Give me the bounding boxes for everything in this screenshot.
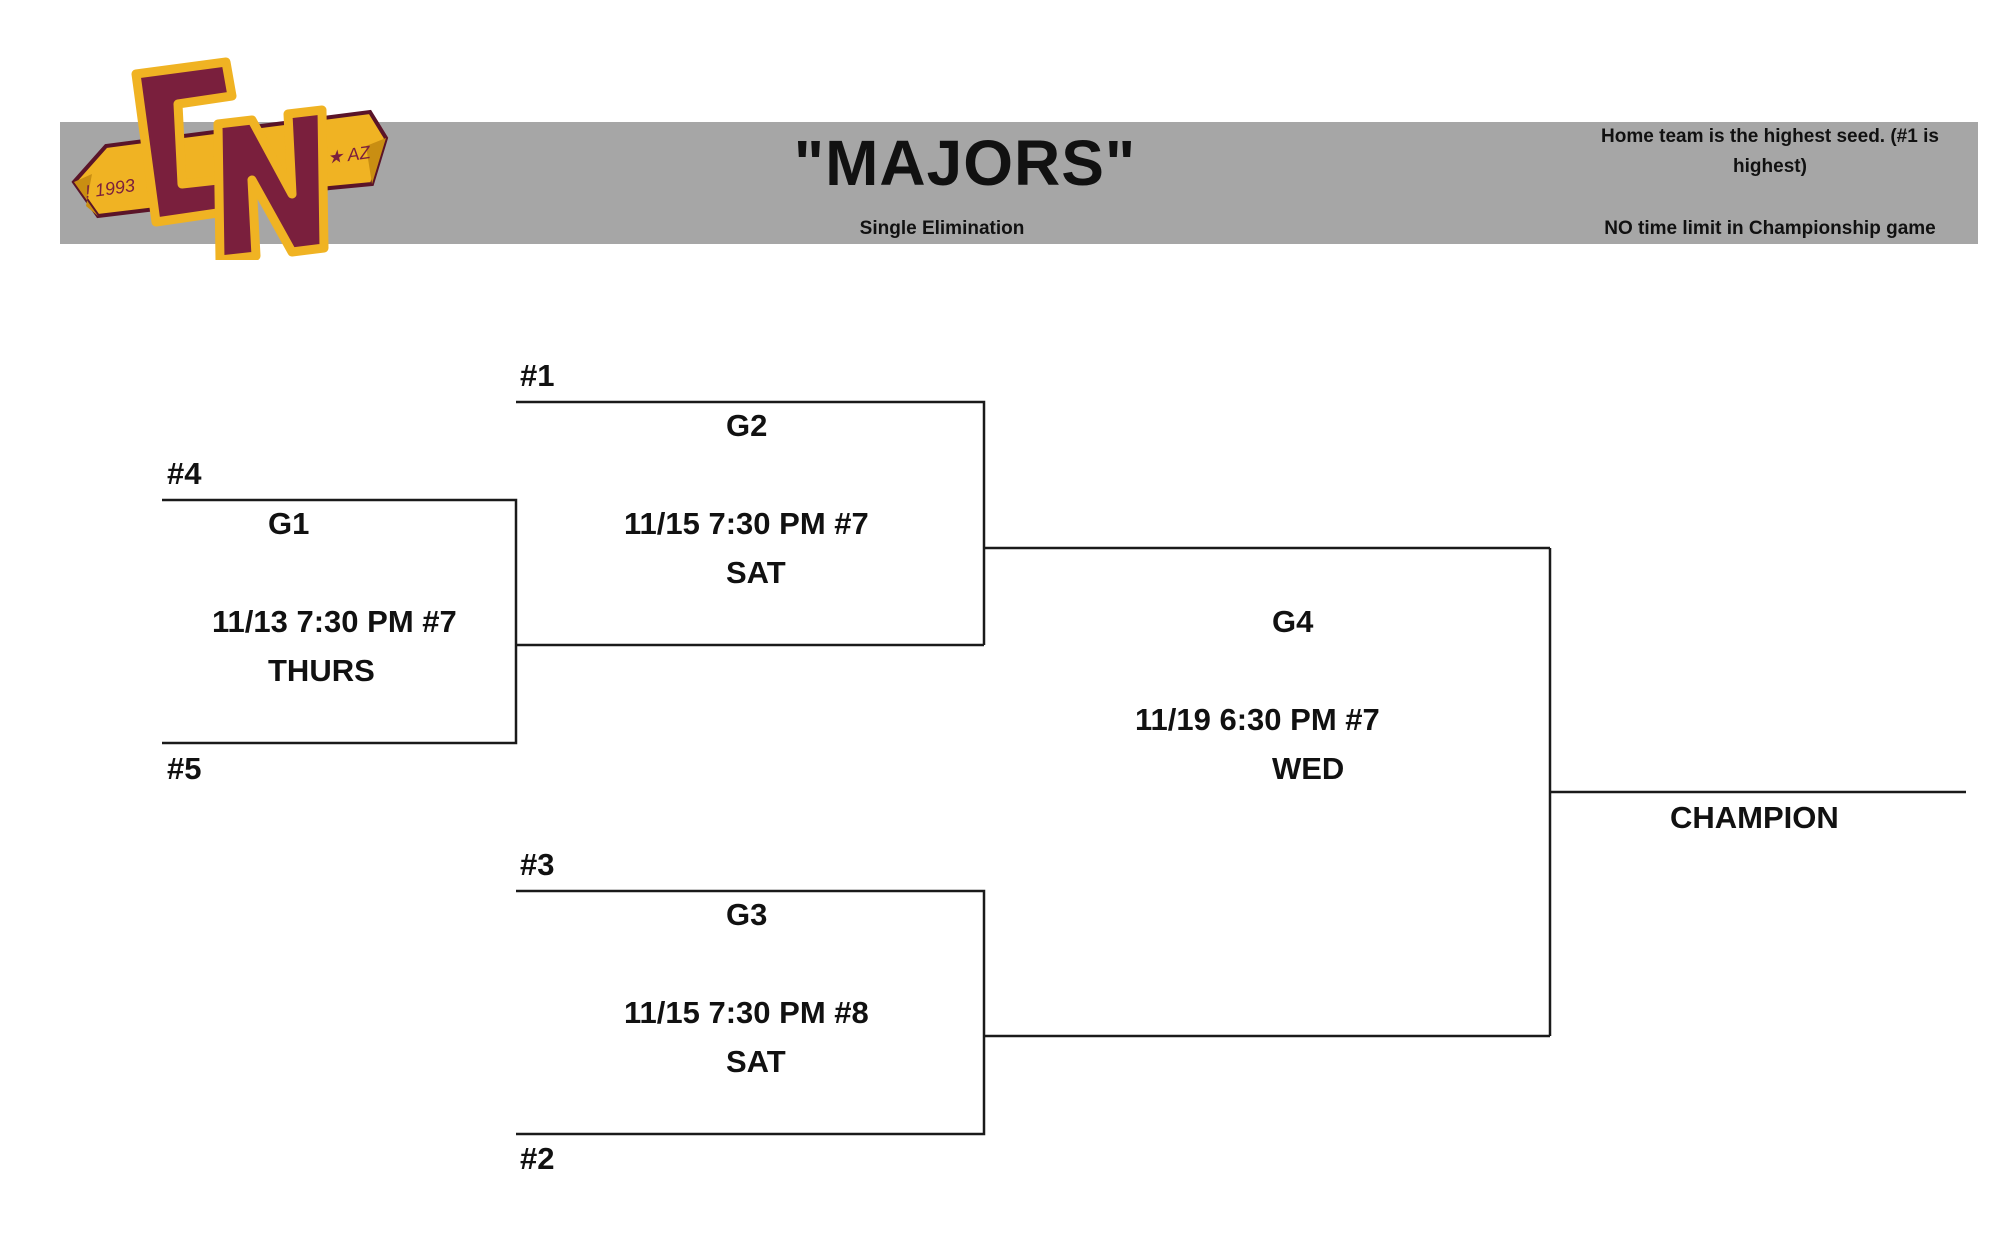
g4-schedule: 11/19 6:30 PM #7: [1135, 702, 1380, 737]
g1-bracket-line: [162, 498, 518, 745]
g3-schedule: 11/15 7:30 PM #8: [624, 995, 869, 1030]
g4-day: WED: [1272, 751, 1345, 786]
seed-5: #5: [167, 751, 202, 786]
g2-bracket-line: [516, 400, 986, 645]
page-subtitle: Single Elimination: [859, 218, 1025, 239]
g3-label: G3: [726, 897, 768, 932]
seed-4: #4: [167, 456, 202, 491]
championship-note: NO time limit in Championship game: [1604, 218, 1936, 239]
seed-1: #1: [520, 358, 555, 393]
g4-label: G4: [1272, 604, 1314, 639]
seed-3: #3: [520, 847, 555, 882]
g2-label: G2: [726, 408, 768, 443]
champion-label: CHAMPION: [1670, 800, 1839, 835]
home-team-note: Home team is the highest seed. (#1 is hi…: [1601, 126, 1939, 177]
g2-schedule: 11/15 7:30 PM #7: [624, 506, 869, 541]
page-title: "MAJORS": [793, 127, 1137, 199]
cn-logo-icon: ! 1993 ★ AZ: [71, 57, 389, 260]
g1-schedule: 11/13 7:30 PM #7: [212, 604, 457, 639]
g2-day: SAT: [726, 555, 786, 590]
g3-bracket-line: [516, 889, 986, 1136]
g1-label: G1: [268, 506, 310, 541]
g3-day: SAT: [726, 1044, 786, 1079]
g1-day: THURS: [268, 653, 375, 688]
seed-2: #2: [520, 1141, 555, 1176]
